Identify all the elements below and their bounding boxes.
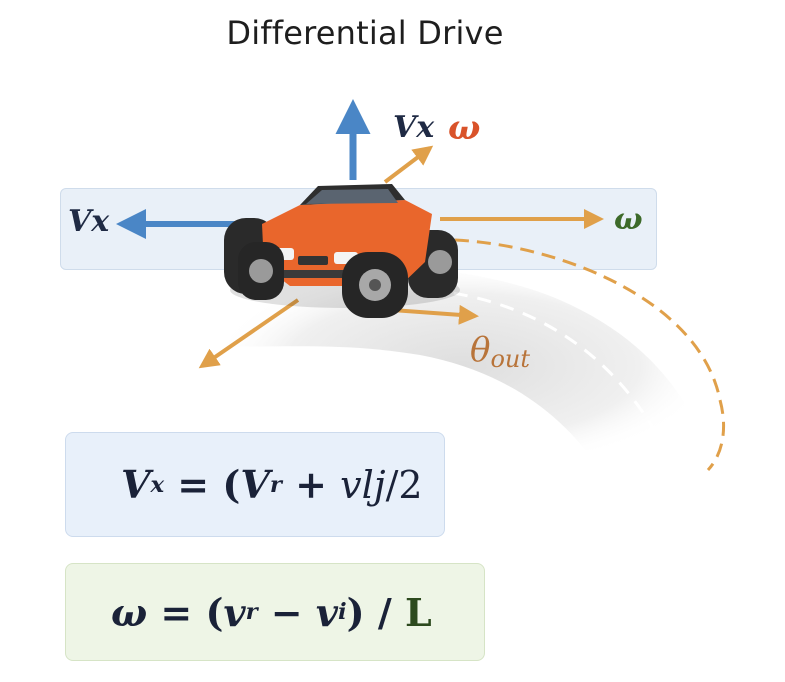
theta-out-label: θout: [470, 330, 530, 373]
formula1-end: /2: [386, 463, 423, 507]
formula1-eq: = (: [164, 462, 240, 507]
robot-car: [224, 184, 460, 318]
omega-top-label: ω: [448, 108, 480, 148]
formula2-v2-sub: i: [338, 599, 347, 625]
formula1-lhs: V: [121, 462, 150, 507]
formula2-v2: v: [316, 590, 338, 635]
formula2-L: L: [405, 590, 432, 635]
formula1-op: +: [282, 462, 340, 507]
vx-left-label: Vx: [68, 204, 109, 239]
formula2-lhs: ω: [111, 590, 147, 635]
theta-symbol: θ: [470, 330, 490, 370]
formula1-tail: vlj: [340, 463, 385, 507]
formula2-v1: v: [223, 590, 245, 635]
formula1-lhs-sub: x: [150, 472, 164, 498]
formula2-op: −: [258, 590, 316, 635]
omega-right-label: ω: [614, 202, 643, 237]
theta-subscript: out: [490, 345, 530, 373]
formula1-v1: V: [240, 462, 269, 507]
formula2-end: ) /: [347, 590, 405, 635]
omega-diagonal-arrow: [385, 148, 430, 182]
formula1-v1-sub: r: [270, 472, 282, 498]
vx-top-label: Vx: [393, 110, 434, 145]
formula2-v1-sub: r: [246, 599, 258, 625]
formula2-eq: = (: [147, 590, 223, 635]
